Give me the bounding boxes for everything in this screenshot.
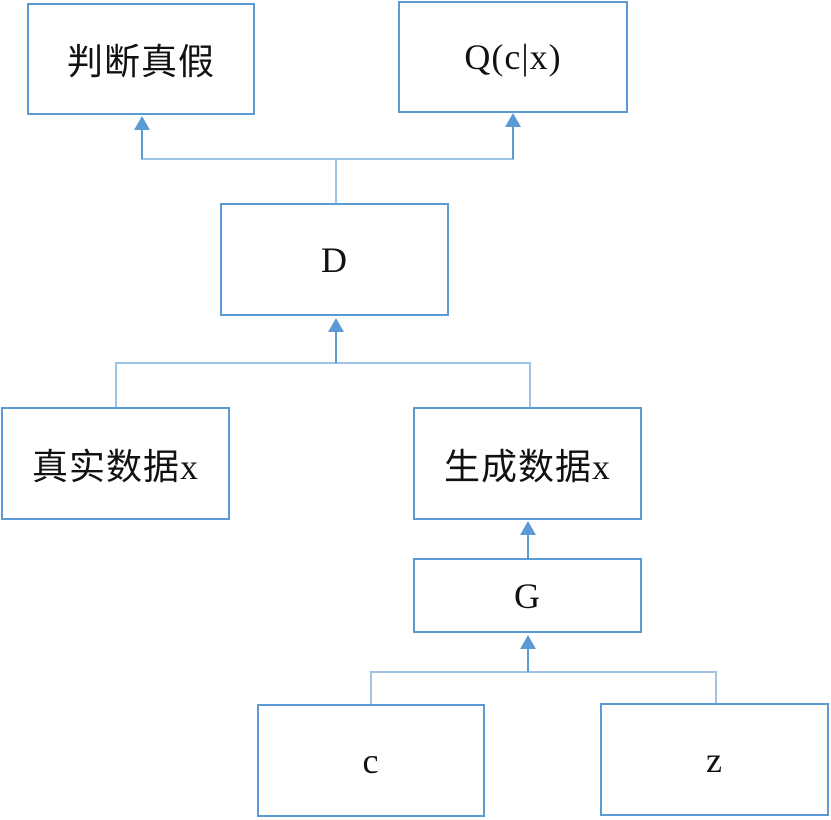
connector-gendata-drop [529,362,531,407]
arrow-up-icon-to-gen [520,521,536,535]
connector-d-to-top-trunk [335,158,337,203]
connector-d-to-top-branch [141,158,514,160]
node-discriminator: D [220,203,449,316]
node-discriminator-label: D [321,239,348,280]
node-generated-data-label: 生成数据x [443,446,611,487]
connector-realdata-drop [115,362,117,407]
connector-z-drop [715,671,717,703]
arrow-up-icon-to-d [328,318,344,332]
node-generator-label: G [514,575,541,616]
arrow-stem-to-g [527,648,529,672]
node-latent-code-c: c [257,704,485,817]
arrow-stem-to-judge [141,129,143,159]
arrow-up-icon-to-q [505,113,521,127]
node-noise-z-label: z [706,739,723,780]
arrow-stem-to-d [335,331,337,363]
connector-data-to-d-branch [115,362,531,364]
node-real-data-label: 真实数据x [31,446,199,487]
node-q-c-given-x: Q(c|x) [398,1,628,113]
node-judge-real-fake: 判断真假 [27,3,255,115]
node-generated-data: 生成数据x [413,407,642,520]
connector-cz-to-g-branch [370,671,717,673]
node-q-c-given-x-label: Q(c|x) [464,37,562,77]
node-judge-real-fake-label: 判断真假 [66,42,215,82]
node-noise-z: z [600,703,829,816]
arrow-up-icon-to-g [520,635,536,649]
arrow-stem-to-gen [527,534,529,558]
node-real-data: 真实数据x [1,407,230,520]
arrow-stem-to-q [512,126,514,159]
node-latent-code-c-label: c [362,740,380,781]
arrow-up-icon-to-judge [134,116,150,130]
node-generator: G [413,558,642,633]
connector-c-drop [370,671,372,704]
